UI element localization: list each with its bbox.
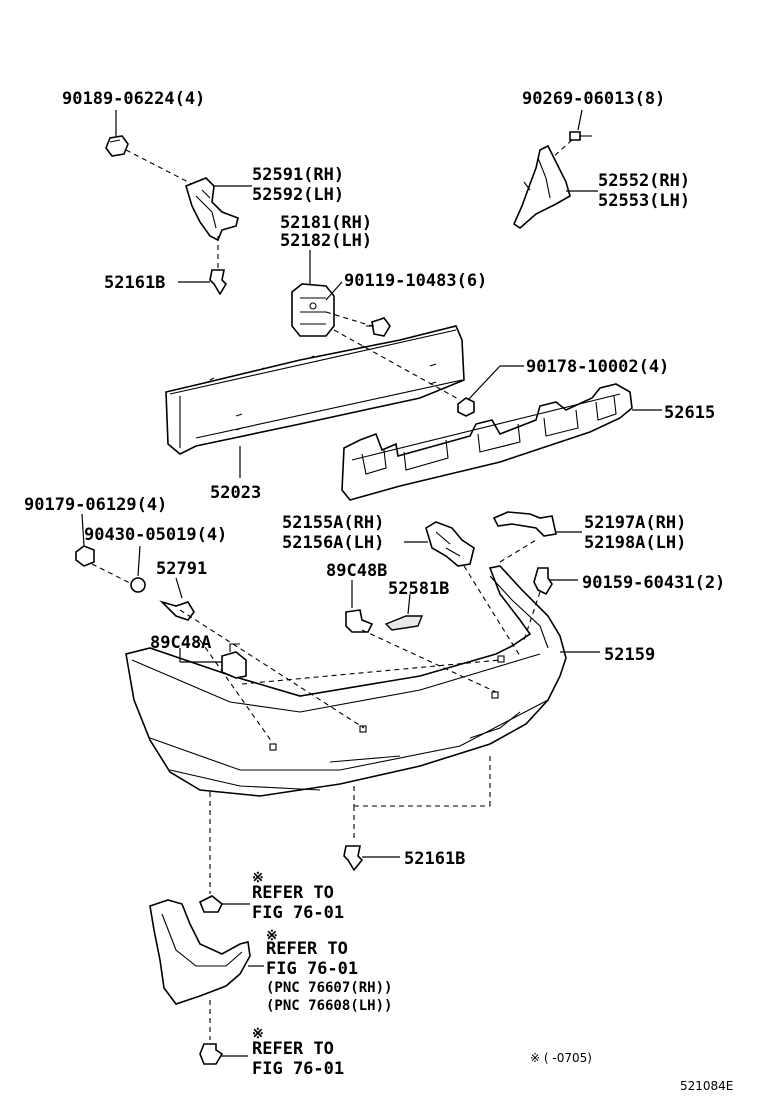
leader-90179 — [81, 513, 85, 547]
label-89c48a: 89C48A — [150, 633, 211, 653]
clip-mudguard-top[interactable] — [198, 895, 224, 913]
refer-2-line1: REFER TO — [266, 939, 348, 959]
label-90269: 90269-06013(8) — [522, 89, 665, 109]
bracket-52591[interactable] — [185, 177, 239, 242]
leader-90430 — [137, 545, 141, 577]
bracket-52552[interactable] — [512, 144, 571, 230]
label-90159: 90159-60431(2) — [582, 573, 725, 593]
dash-89c48b — [361, 629, 497, 693]
refer-3-line2: FIG 76-01 — [252, 1059, 344, 1079]
bolt-90119[interactable] — [366, 317, 391, 337]
dash-90179 — [91, 563, 133, 585]
refer-3-line1: REFER TO — [252, 1039, 334, 1059]
dash-90269 — [551, 139, 573, 159]
dash-90119 — [325, 311, 373, 327]
reinforcement-52023[interactable] — [165, 325, 465, 455]
bracket-52181[interactable] — [291, 283, 335, 337]
label-52591: 52591(RH) — [252, 165, 344, 185]
label-52023: 52023 — [210, 483, 261, 503]
refer-block-1: ※ REFER TO FIG 76-01 — [252, 870, 344, 923]
pin-52791[interactable] — [159, 600, 195, 621]
nut-90178[interactable] — [457, 397, 475, 417]
mudguard[interactable] — [149, 899, 251, 1005]
sensor-89c48a[interactable] — [221, 643, 247, 679]
label-52552: 52552(RH) — [598, 171, 690, 191]
label-52181: 52181(RH) — [280, 213, 372, 233]
label-52182: 52182(LH) — [280, 231, 372, 251]
refer-block-3: ※ REFER TO FIG 76-01 — [252, 1026, 344, 1079]
label-52197: 52197A(RH) — [584, 513, 686, 533]
bracket-52197[interactable] — [492, 511, 557, 537]
refer-2-line3: (PNC 76607(RH)) — [266, 980, 392, 996]
bumper-cover-52159[interactable] — [125, 565, 567, 797]
label-52581b: 52581B — [388, 579, 449, 599]
refer-1-line2: FIG 76-01 — [252, 903, 344, 923]
sensor-89c48b[interactable] — [345, 609, 374, 633]
bracket-52155[interactable] — [425, 521, 475, 567]
label-52198: 52198A(LH) — [584, 533, 686, 553]
footnote: ※ ( -0705) — [530, 1051, 592, 1065]
dash-bracket-to-reinforcement — [333, 329, 461, 401]
label-52592: 52592(LH) — [252, 185, 344, 205]
nut-90179[interactable] — [75, 545, 95, 567]
screw-90159[interactable] — [533, 567, 553, 596]
screw-mudguard-bottom[interactable] — [199, 1043, 224, 1065]
clip-52161b-top[interactable] — [209, 269, 228, 296]
figure-code: 521084E — [680, 1079, 733, 1093]
label-90189: 90189-06224(4) — [62, 89, 205, 109]
label-89c48b: 89C48B — [326, 561, 387, 581]
leader-52581b — [407, 593, 411, 615]
washer-90430[interactable] — [130, 577, 146, 593]
leader-90269 — [577, 109, 583, 131]
refer-block-2: ※ REFER TO FIG 76-01 (PNC 76607(RH)) (PN… — [266, 928, 392, 1014]
seal-52581b[interactable] — [384, 615, 424, 631]
refer-mark-1: ※ — [252, 870, 264, 886]
bolt-90189[interactable] — [105, 135, 129, 157]
refer-mark-2: ※ — [266, 928, 278, 944]
dash-cover-top — [241, 659, 501, 685]
dash-52791 — [179, 609, 365, 729]
screw-90269[interactable] — [569, 131, 592, 141]
label-90119: 90119-10483(6) — [344, 271, 487, 291]
absorber-52615[interactable] — [341, 383, 633, 501]
refer-2-line2: FIG 76-01 — [266, 959, 358, 979]
refer-2-line4: (PNC 76608(LH)) — [266, 998, 392, 1014]
label-52615: 52615 — [664, 403, 715, 423]
leader-52791 — [175, 577, 183, 599]
label-52161b-top: 52161B — [104, 273, 165, 293]
label-52159: 52159 — [604, 645, 655, 665]
clip-52161b-bottom[interactable] — [343, 845, 364, 872]
label-90178: 90178-10002(4) — [526, 357, 669, 377]
label-52155: 52155A(RH) — [282, 513, 384, 533]
refer-1-line1: REFER TO — [252, 883, 334, 903]
label-52791: 52791 — [156, 559, 207, 579]
leader-90178-a — [467, 365, 501, 401]
label-52553: 52553(LH) — [598, 191, 690, 211]
refer-mark-3: ※ — [252, 1026, 264, 1042]
dash-89c48a — [199, 639, 273, 743]
dash-52197 — [499, 539, 537, 563]
label-52161b-bottom: 52161B — [404, 849, 465, 869]
dash-90189 — [125, 149, 197, 187]
label-52156: 52156A(LH) — [282, 533, 384, 553]
label-90430: 90430-05019(4) — [84, 525, 227, 545]
label-90179: 90179-06129(4) — [24, 495, 167, 515]
leader-90119 — [325, 281, 343, 301]
